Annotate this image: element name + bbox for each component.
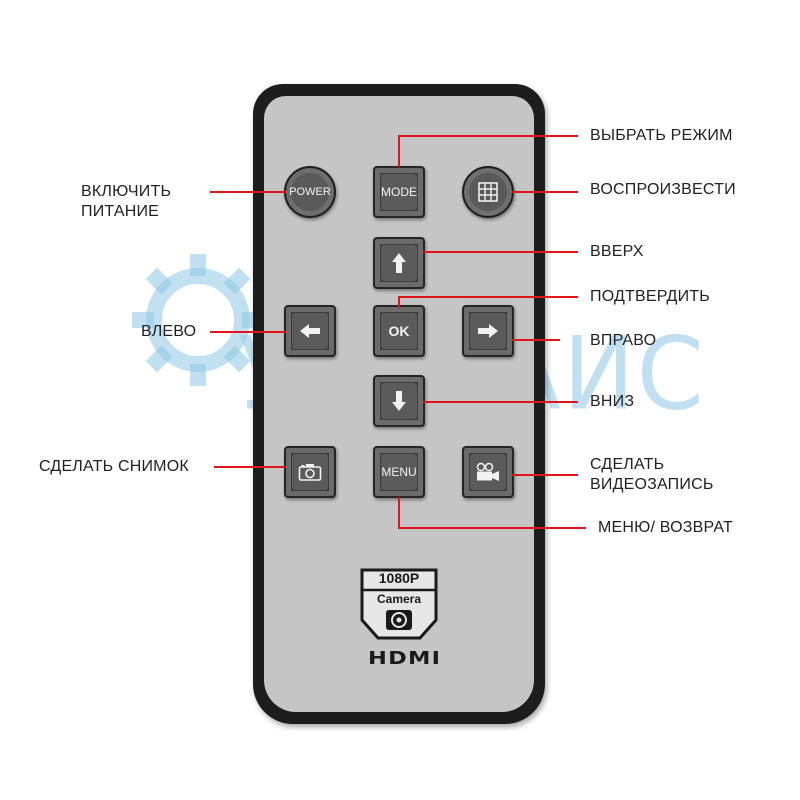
playback-button[interactable]: [462, 166, 514, 218]
callout-line-ok-v: [398, 296, 400, 308]
label-up: ВВЕРХ: [590, 243, 644, 260]
label-left: ВЛЕВО: [141, 323, 197, 340]
power-button-label: POWER: [289, 186, 331, 198]
ok-button[interactable]: OK: [373, 305, 425, 357]
callout-line-mode-h: [398, 135, 578, 137]
gear-icon: [132, 254, 264, 386]
label-confirm: ПОДТВЕРДИТЬ: [590, 288, 710, 305]
video-camera-icon: [476, 462, 499, 481]
label-playback: ВОСПРОИЗВЕСТИ: [590, 181, 736, 198]
label-take-photo: СДЕЛАТЬ СНИМОК: [39, 458, 189, 475]
right-button[interactable]: [462, 305, 514, 357]
badge-resolution: 1080P: [378, 570, 420, 586]
mode-button-label: MODE: [381, 185, 417, 199]
callout-line-menu-v: [398, 497, 400, 527]
label-down: ВНИЗ: [590, 393, 635, 410]
menu-button[interactable]: MENU: [373, 446, 425, 498]
callout-line-mode: [398, 135, 400, 167]
arrow-left-icon: [300, 324, 320, 338]
arrow-up-icon: [392, 253, 406, 273]
callout-line-playback: [512, 191, 578, 193]
callout-line-video: [512, 474, 578, 476]
callout-line-down: [423, 401, 578, 403]
callout-line-left: [210, 331, 286, 333]
label-select-mode: ВЫБРАТЬ РЕЖИМ: [590, 127, 733, 144]
label-record-video: СДЕЛАТЬ ВИДЕОЗАПИСЬ: [590, 456, 714, 493]
badge-type: Camera: [376, 592, 422, 606]
power-button[interactable]: POWER: [284, 166, 336, 218]
label-right: ВПРАВО: [590, 332, 657, 349]
video-button[interactable]: [462, 446, 514, 498]
callout-line-menu: [398, 527, 586, 529]
label-power-on: ВКЛЮЧИТЬ ПИТАНИЕ: [81, 183, 172, 220]
hdmi-logo: HDMI: [368, 648, 442, 669]
callout-line-photo: [214, 466, 286, 468]
photo-button[interactable]: [284, 446, 336, 498]
camera-badge: [360, 568, 438, 640]
callout-line-right: [512, 339, 560, 341]
arrow-right-icon: [478, 324, 498, 338]
left-button[interactable]: [284, 305, 336, 357]
menu-button-label: MENU: [381, 465, 417, 479]
label-menu-back: МЕНЮ/ ВОЗВРАТ: [598, 519, 733, 536]
up-button[interactable]: [373, 237, 425, 289]
callout-line-power: [210, 191, 286, 193]
ok-button-label: OK: [388, 323, 410, 339]
callout-line-up: [423, 251, 578, 253]
arrow-down-icon: [392, 391, 406, 411]
down-button[interactable]: [373, 375, 425, 427]
callout-line-ok: [398, 296, 578, 298]
grid-icon: [478, 182, 498, 202]
camera-icon: [298, 464, 322, 481]
aperture-icon: [386, 610, 412, 630]
mode-button[interactable]: MODE: [373, 166, 425, 218]
